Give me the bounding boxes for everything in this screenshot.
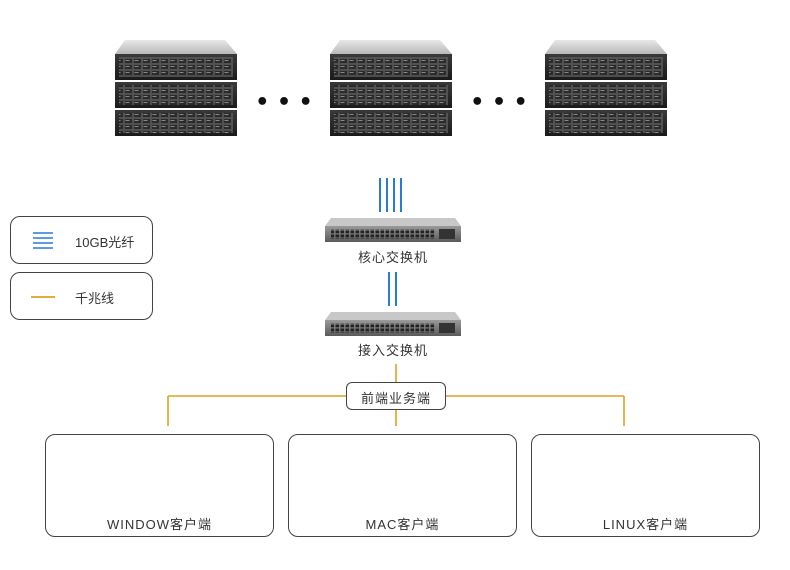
- server-unit: [545, 110, 667, 136]
- client-label-linux: LINUX客户端: [602, 517, 689, 532]
- server-unit: [115, 110, 237, 136]
- server-unit: [330, 82, 452, 108]
- server-unit: [115, 54, 237, 80]
- frontend-label: 前端业务端: [360, 391, 431, 406]
- fiber-link-core-access: [388, 272, 397, 306]
- server-stack-3: [545, 40, 667, 136]
- server-unit: [115, 82, 237, 108]
- legend-fiber: 10GB光纤: [10, 216, 153, 264]
- frontend-node: 前端业务端: [346, 382, 446, 410]
- ellipsis-dots: • • •: [470, 90, 528, 115]
- access-switch-label: 接入交换机: [358, 343, 428, 359]
- legend-gigabit: 千兆线: [10, 272, 153, 320]
- server-unit: [545, 82, 667, 108]
- client-group-mac: MAC客户端: [288, 434, 517, 537]
- ellipsis-dots: • • •: [255, 90, 313, 115]
- legend-gigabit-label: 千兆线: [75, 291, 115, 306]
- gigabit-line-icon: [31, 296, 55, 298]
- fiber-link-servers-core: [379, 178, 402, 212]
- server-stack-1: [115, 40, 237, 136]
- access-switch: [325, 312, 461, 336]
- server-unit: [330, 54, 452, 80]
- core-switch: [325, 218, 461, 242]
- server-unit: [330, 110, 452, 136]
- server-stack-2: [330, 40, 452, 136]
- fiber-line-icon: [33, 232, 53, 249]
- server-unit: [545, 54, 667, 80]
- legend-fiber-label: 10GB光纤: [75, 235, 135, 250]
- core-switch-label: 核心交换机: [358, 250, 428, 266]
- client-label-windows: WINDOW客户端: [106, 517, 213, 532]
- client-group-linux: LINUX客户端: [531, 434, 760, 537]
- gigabit-links: [167, 364, 625, 426]
- client-label-mac: MAC客户端: [365, 517, 440, 532]
- client-group-windows: WINDOW客户端: [45, 434, 274, 537]
